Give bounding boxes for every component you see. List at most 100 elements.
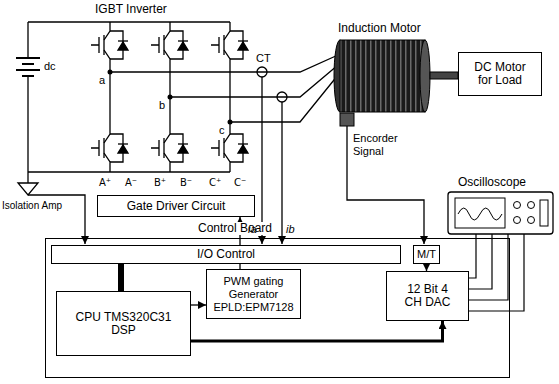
- scope-screen: [455, 198, 505, 228]
- signal-connector: [118, 264, 124, 291]
- control-board: Control BoardI/O ControlM/TCPU TMS320C31…: [45, 238, 510, 378]
- igbt-gate: [211, 140, 219, 156]
- igbt-emitter: [224, 153, 230, 172]
- signal-name: C⁺: [209, 176, 221, 189]
- oscilloscope-picture: [448, 192, 553, 234]
- part-label: Induction Motor: [338, 22, 421, 35]
- encoder-wire: [347, 126, 424, 244]
- diode-symbol: [238, 42, 248, 50]
- phase-label: b: [159, 99, 165, 112]
- diode-bar: [178, 40, 188, 41]
- signal-name: Encorder Signal: [353, 132, 415, 158]
- igbt-gate: [91, 140, 99, 156]
- box-label: I/O Control: [197, 248, 255, 261]
- current-sense-wire: [261, 77, 262, 244]
- battery-wire: [27, 22, 28, 183]
- dac-box: 12 Bit 4 CH DAC: [386, 271, 469, 321]
- igbt-channel: [163, 138, 164, 158]
- igbt-emitter: [104, 153, 110, 172]
- igbt-gate: [151, 140, 159, 156]
- motor-shaft: [430, 72, 458, 79]
- phase-b-wire: [170, 65, 338, 97]
- diode-symbol: [178, 42, 188, 50]
- diode-bar: [238, 143, 248, 144]
- probe-wire: [468, 234, 524, 311]
- heading-label: IGBT Inverter: [95, 3, 167, 16]
- box-label: PWM gating Generator EPLD:EPM7128: [211, 275, 297, 314]
- signal-name: C⁻: [234, 176, 246, 189]
- igbt-emitter: [224, 50, 230, 122]
- induction-motor-picture: [334, 40, 458, 126]
- box-label: 12 Bit 4 CH DAC: [405, 283, 451, 309]
- scope-body: [448, 192, 553, 234]
- probe-wire: [468, 234, 476, 278]
- signal-connector: [191, 304, 206, 305]
- signal-name: B⁻: [180, 176, 192, 189]
- igbt-channel: [103, 138, 104, 158]
- igbt-channel: [223, 35, 224, 55]
- scope-knob: [514, 217, 521, 224]
- signal-connector: [191, 321, 443, 341]
- diode-bar: [118, 143, 128, 144]
- source-label: dc: [44, 60, 56, 73]
- igbt-channel: [223, 138, 224, 158]
- scope-panel: [540, 200, 548, 226]
- cpu-box: CPU TMS320C31 DSP: [56, 291, 191, 356]
- signal-name: B⁺: [154, 176, 166, 189]
- igbt-gate: [91, 37, 99, 53]
- part-label: Isolation Amp: [2, 199, 62, 212]
- igbt-channel: [163, 35, 164, 55]
- diode-symbol: [118, 42, 128, 50]
- inverter-legs: [91, 22, 248, 172]
- signal-name: ia: [248, 223, 257, 236]
- signal-name: A⁻: [125, 176, 137, 189]
- diode-bar: [178, 143, 188, 144]
- diode-symbol: [238, 145, 248, 153]
- diode-bar: [118, 40, 128, 41]
- phase-label: a: [99, 74, 105, 87]
- box-label: DC Motor for Load: [469, 61, 531, 87]
- igbt-gate: [211, 37, 219, 53]
- phase-a-wire: [110, 55, 338, 72]
- encoder: [340, 113, 354, 126]
- current-transformer: [277, 92, 287, 102]
- load-motor-box: DC Motor for Load: [458, 52, 542, 96]
- probe-wire: [468, 234, 492, 289]
- scope-knob: [528, 202, 535, 209]
- scope-knob: [514, 202, 521, 209]
- probe-wire: [468, 234, 508, 300]
- igbt-collector: [224, 122, 230, 143]
- igbt-channel: [103, 35, 104, 55]
- motor-end-cap: [420, 40, 430, 112]
- io-box: I/O Control: [51, 245, 401, 264]
- igbt-gate: [151, 37, 159, 53]
- current-transformer: [257, 67, 267, 77]
- box-label: CPU TMS320C31 DSP: [74, 311, 174, 337]
- scope-knob: [528, 217, 535, 224]
- diode-bar: [238, 40, 248, 41]
- diode-symbol: [118, 145, 128, 153]
- signal-name: ib: [286, 223, 295, 236]
- isolation-amp-symbol: [18, 183, 38, 195]
- dc-bus-negative: [28, 171, 230, 172]
- dc-bus-positive: [28, 21, 230, 22]
- diode-symbol: [178, 145, 188, 153]
- scope-probe-wires: [468, 234, 524, 311]
- current-sense-wire: [281, 102, 282, 244]
- driver-box: Gate Driver Circuit: [97, 195, 255, 217]
- igbt-collector: [224, 22, 230, 40]
- battery-symbol: [16, 58, 40, 76]
- sensor-label: CT: [256, 52, 271, 65]
- phase-c-wire: [230, 75, 338, 122]
- signal-connector: [426, 264, 427, 271]
- pwm-box: PWM gating Generator EPLD:EPM7128: [206, 269, 301, 319]
- part-label: Oscilloscope: [458, 176, 526, 189]
- scope-trace: [458, 208, 502, 220]
- counter-box: M/T: [413, 245, 440, 264]
- box-label: M/T: [417, 248, 436, 261]
- igbt-collector: [164, 22, 170, 40]
- igbt-emitter: [104, 50, 110, 72]
- igbt-emitter: [164, 153, 170, 172]
- phase-label: c: [219, 124, 225, 137]
